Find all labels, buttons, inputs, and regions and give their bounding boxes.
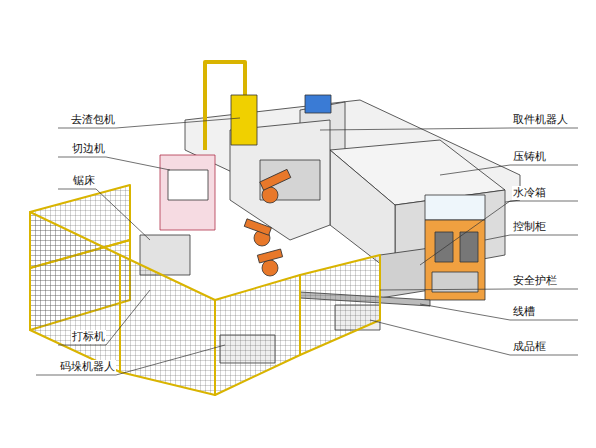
part-label: 码垛机器人 [59,360,116,374]
part-label: 压铸机 [512,150,547,164]
water-cooling-box [380,248,430,298]
part-label: 去渣包机 [70,113,116,127]
trim-press [160,155,215,230]
part-label: 锯床 [72,174,96,188]
leader-lines [36,118,578,375]
part-label: 取件机器人 [512,113,569,127]
part-label: 切边机 [71,142,106,156]
cabinet-glass [425,195,485,220]
tank [231,95,257,145]
part-label: 安全护栏 [512,274,558,288]
part-label: 打标机 [71,330,106,344]
part-label: 线槽 [512,305,536,319]
trim-press-window [168,170,208,200]
safety-fence [30,185,380,395]
part-label: 水冷箱 [512,186,547,200]
cabinet-panel [460,232,478,262]
robots [244,169,291,276]
part-label: 成品框 [512,340,547,354]
control-cabinet [425,220,485,300]
cabinet-panel [435,232,453,262]
part-label: 控制柜 [512,220,547,234]
blue-unit [305,95,331,113]
